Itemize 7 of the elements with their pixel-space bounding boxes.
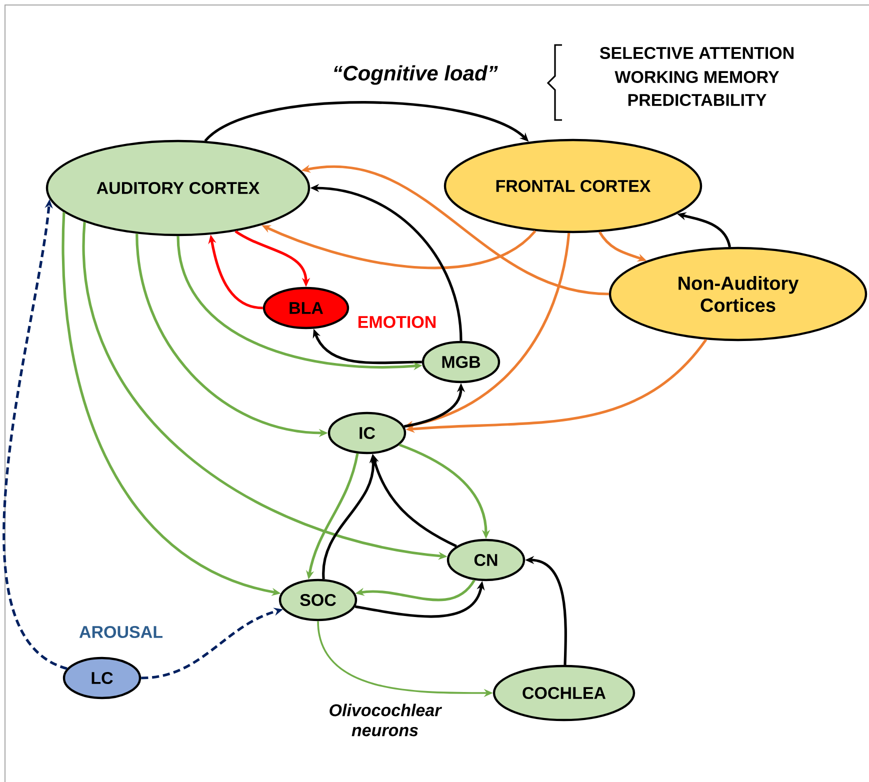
factor-label: PREDICTABILITY: [628, 94, 766, 106]
modulator-label: AROUSAL: [79, 626, 162, 638]
factor-label: WORKING MEMORY: [614, 70, 780, 84]
pathway-label: Olivocochlear neurons: [330, 704, 442, 736]
heading-label: “Cognitive load”: [334, 65, 498, 85]
modulator-label: EMOTION: [358, 316, 436, 328]
factor-label: SELECTIVE ATTENTION: [600, 46, 794, 60]
